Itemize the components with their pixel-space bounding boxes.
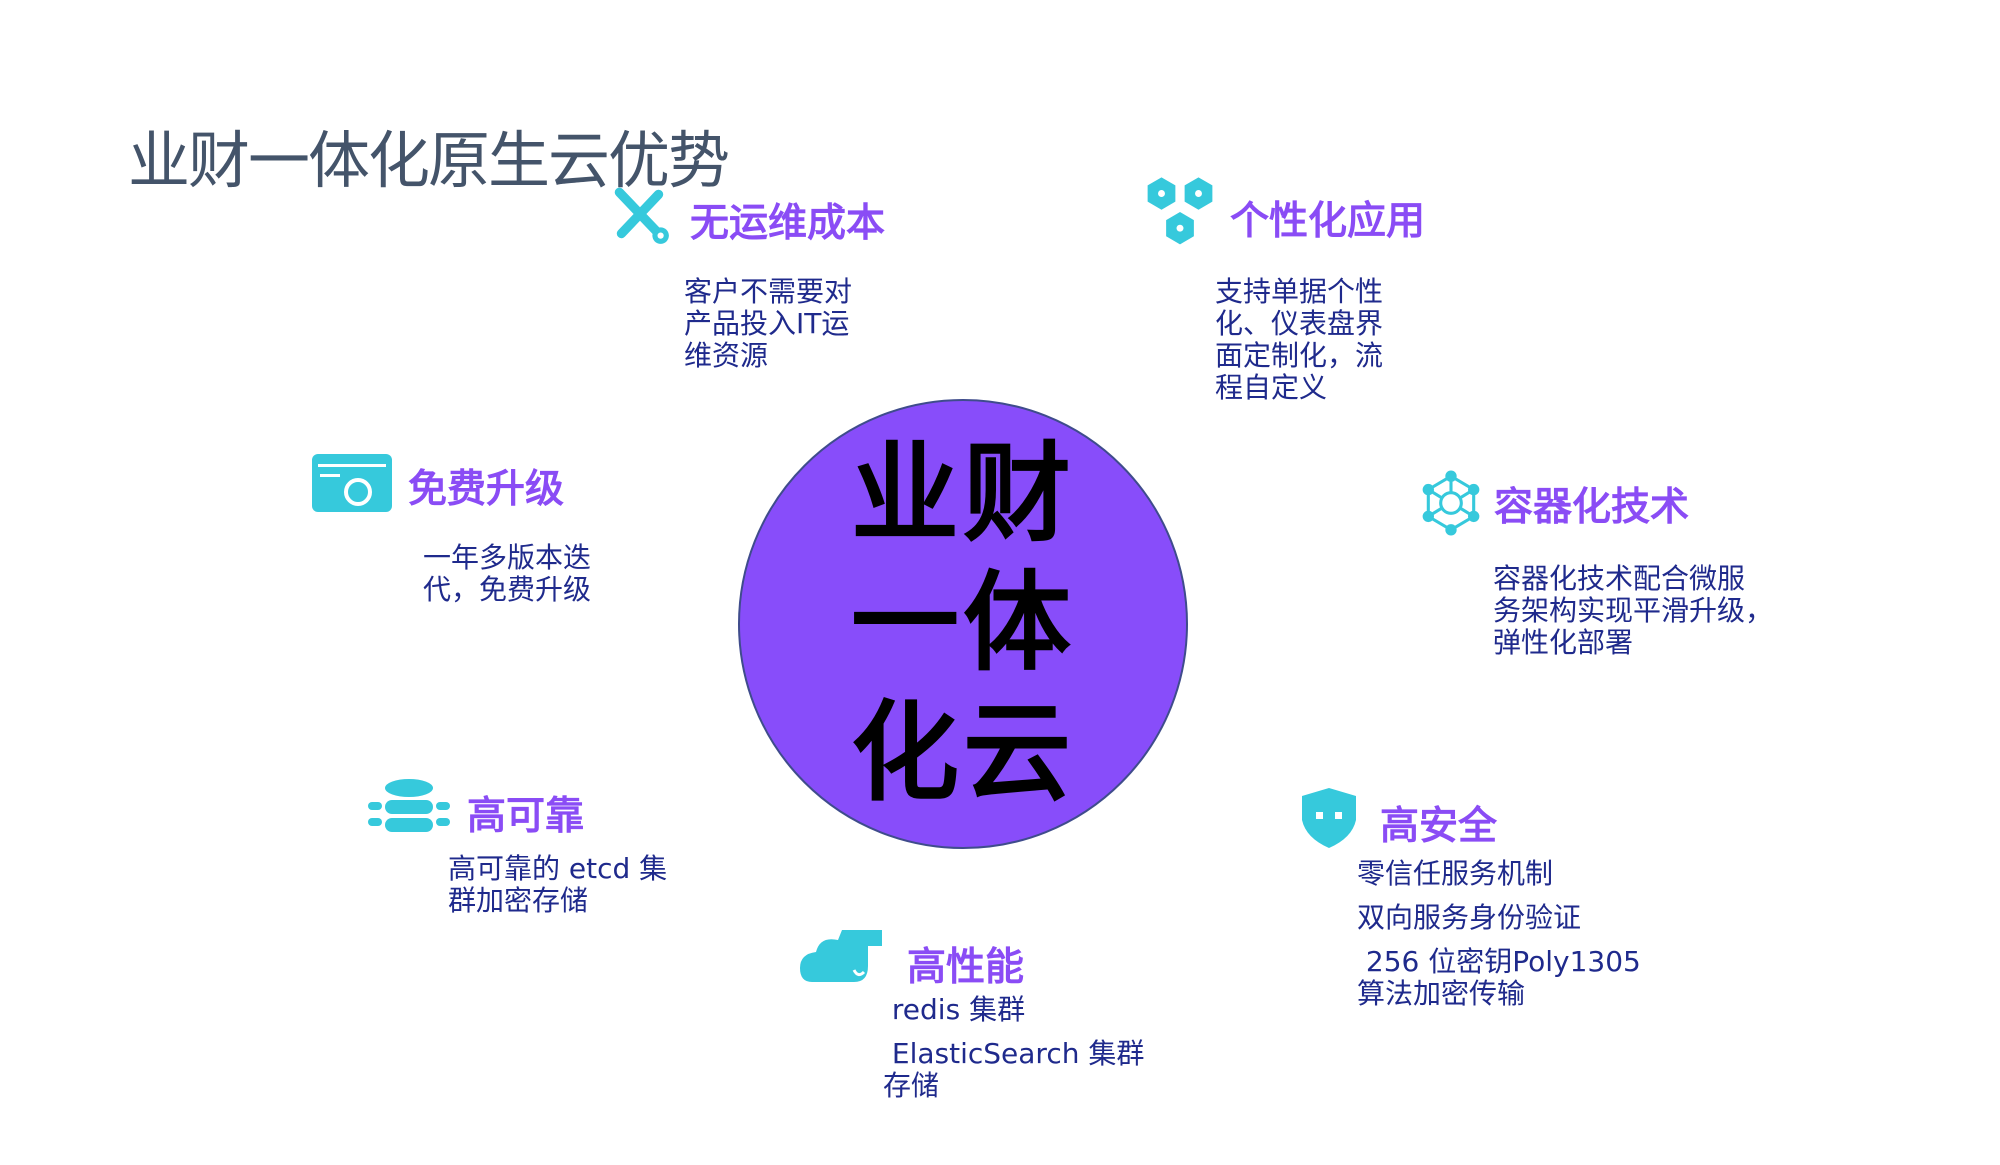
desc-high-security-3: 256 位密钥Poly1305 算法加密传输: [1357, 945, 1641, 1010]
shield-icon: [1298, 786, 1360, 850]
center-label: 业财一体化云: [850, 431, 1075, 816]
desc-high-security-2: 双向服务身份验证: [1357, 901, 1582, 934]
network-hub-icon: [1418, 470, 1484, 536]
center-circle: 业财一体化云: [738, 399, 1188, 849]
desc-no-ops-cost: 客户不需要对 产品投入IT运 维资源: [684, 275, 853, 372]
hexagons-icon: [1143, 175, 1217, 249]
heading-high-reliability: 高可靠: [467, 794, 585, 839]
desc-high-reliability: 高可靠的 etcd 集 群加密存储: [448, 852, 668, 917]
heading-no-ops-cost: 无运维成本: [690, 201, 886, 246]
heading-container-tech: 容器化技术: [1494, 485, 1690, 530]
desc-high-security-1: 零信任服务机制: [1357, 857, 1554, 890]
heading-high-security: 高安全: [1380, 804, 1498, 849]
heading-high-performance: 高性能: [907, 945, 1025, 990]
desc-free-upgrade: 一年多版本迭 代，免费升级: [423, 541, 592, 606]
database-icon: [366, 778, 452, 840]
desc-high-performance-2: ElasticSearch 集群 存储: [883, 1037, 1145, 1102]
desc-personalized-apps: 支持单据个性 化、仪表盘界 面定制化，流 程自定义: [1215, 275, 1384, 404]
cloud-icon: [798, 926, 884, 984]
desc-container-tech: 容器化技术配合微服 务架构实现平滑升级， 弹性化部署: [1493, 562, 1774, 659]
page-title: 业财一体化原生云优势: [128, 124, 730, 197]
heading-free-upgrade: 免费升级: [408, 467, 565, 512]
desc-high-performance-1: redis 集群: [883, 993, 1026, 1026]
browser-refresh-icon: [310, 452, 394, 514]
wrench-screwdriver-icon: [607, 182, 673, 248]
heading-personalized-apps: 个性化应用: [1230, 199, 1426, 244]
